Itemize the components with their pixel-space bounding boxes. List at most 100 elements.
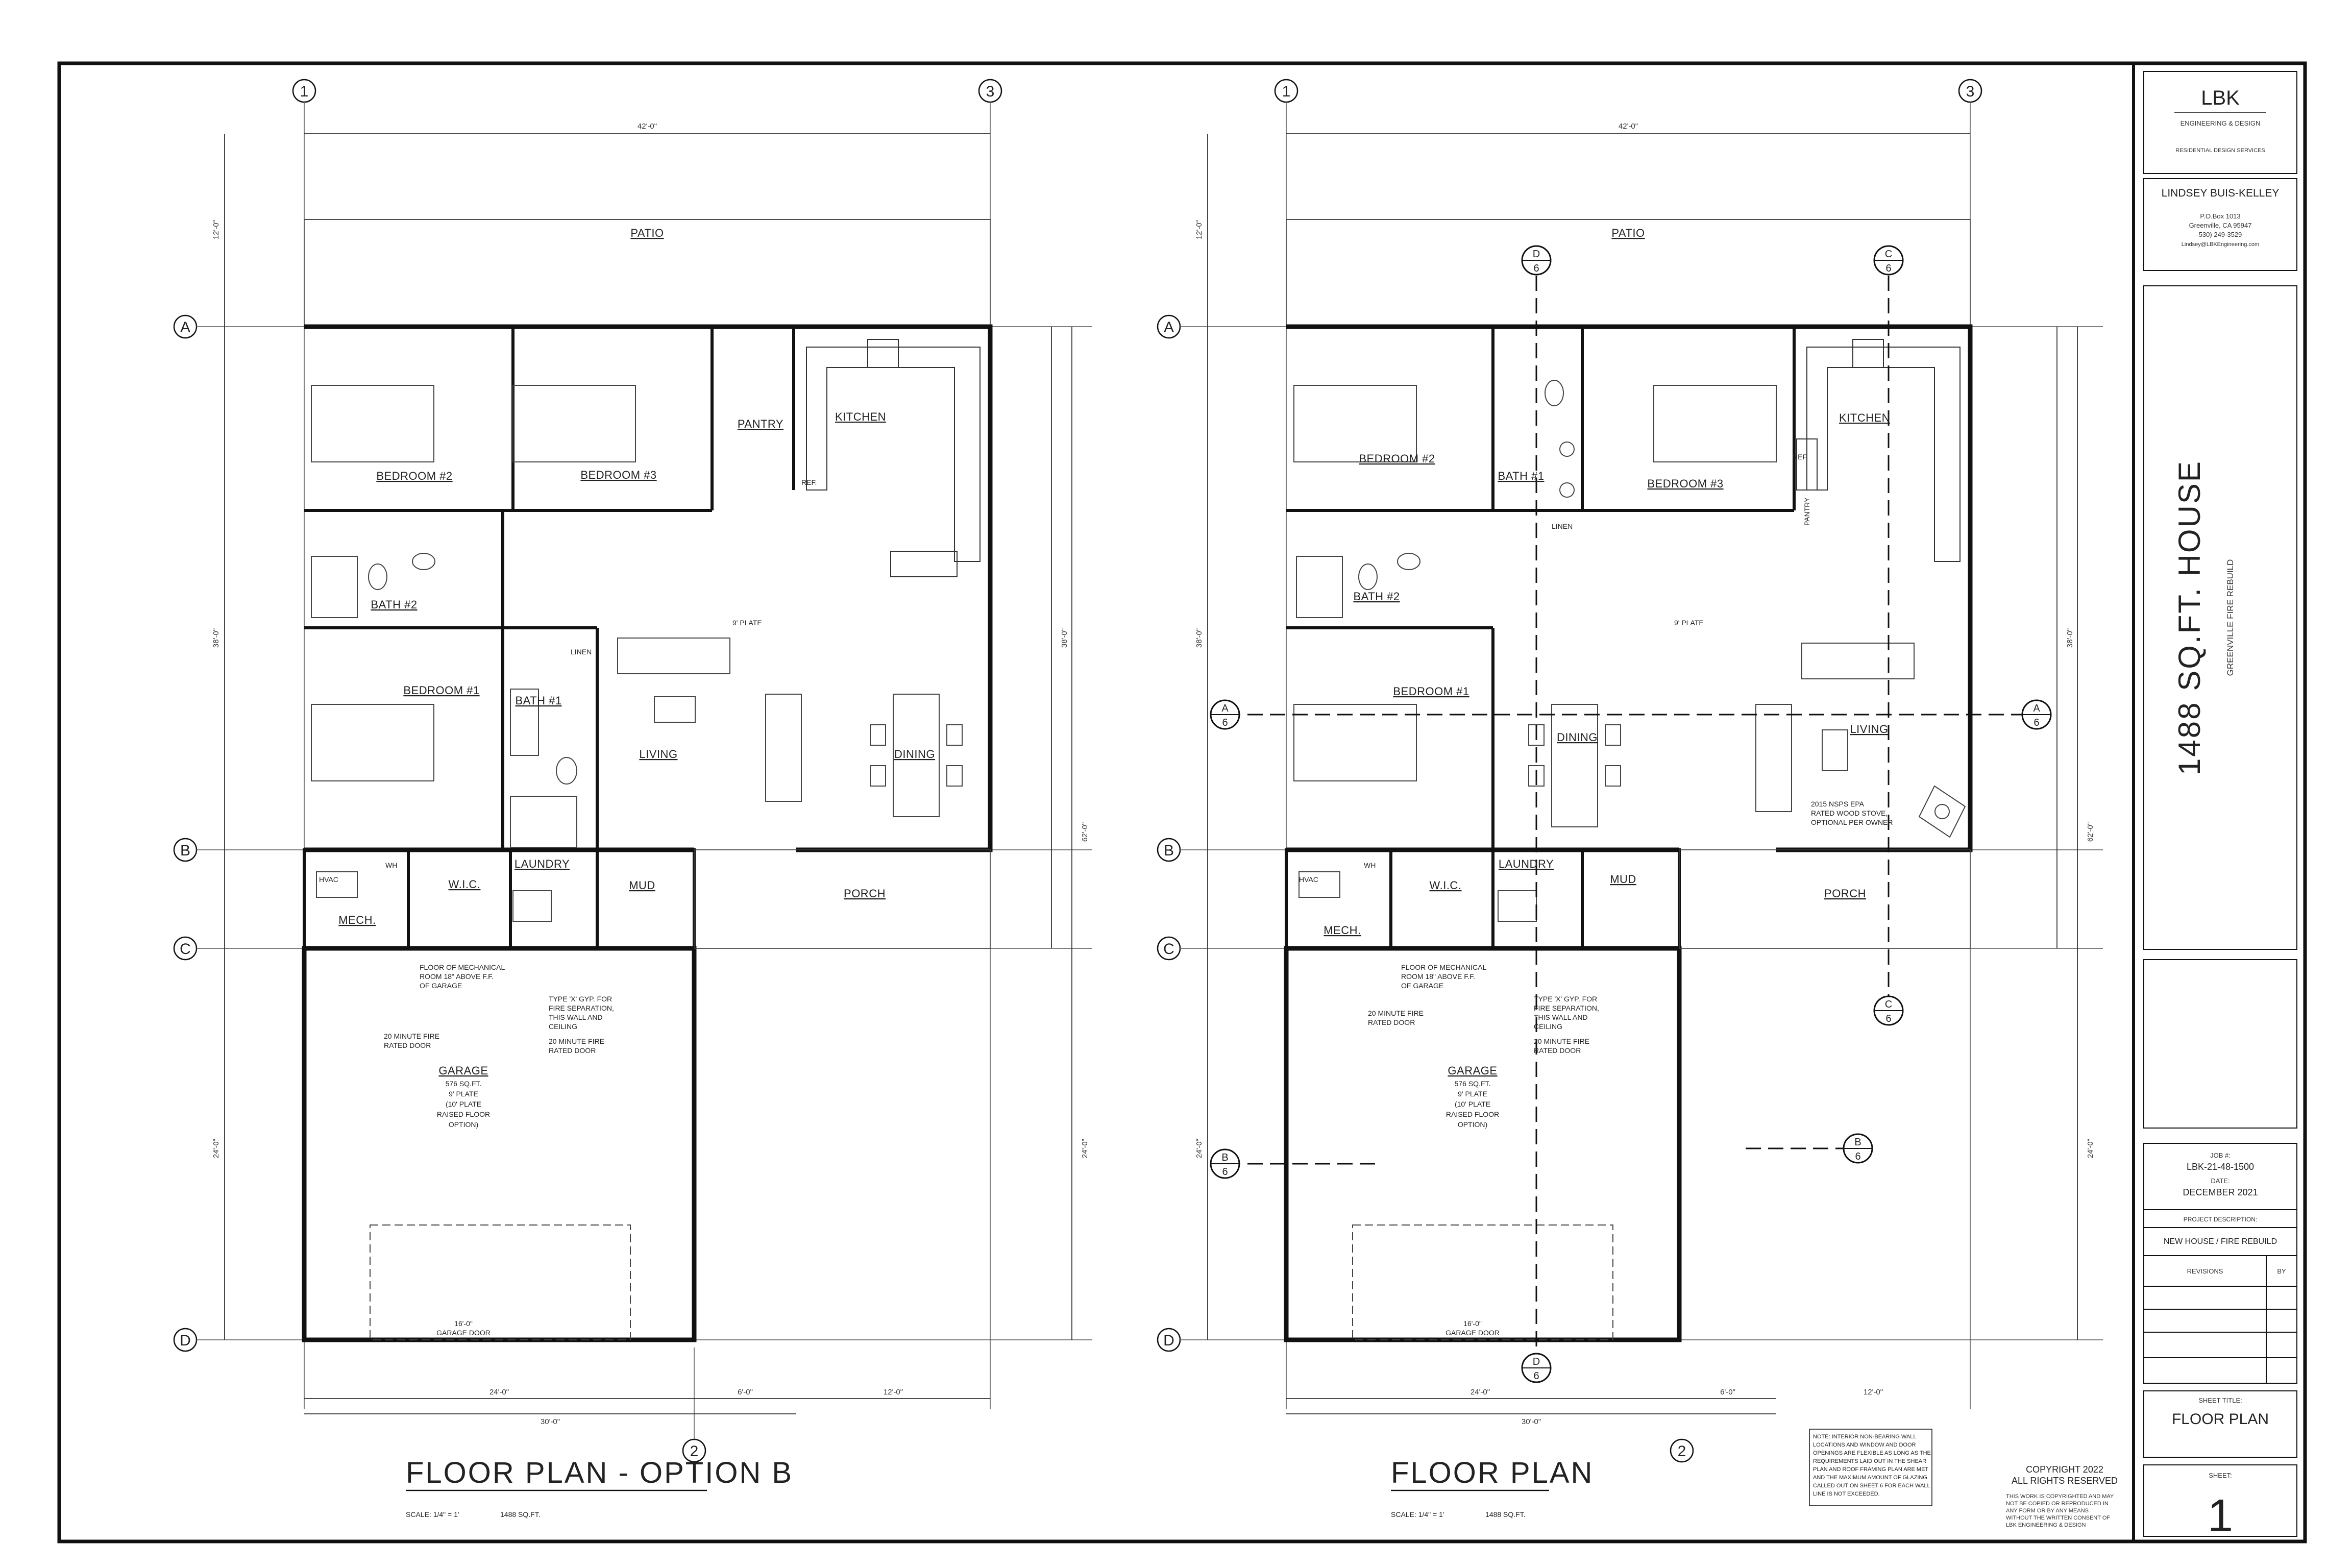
svg-text:LOCATIONS AND WINDOW AND DOOR: LOCATIONS AND WINDOW AND DOOR bbox=[1813, 1442, 1916, 1448]
room-label-bedroom-1-right: BEDROOM #1 bbox=[1393, 685, 1469, 698]
svg-text:CEILING: CEILING bbox=[1534, 1022, 1562, 1031]
svg-text:C: C bbox=[180, 941, 191, 958]
section-letter: C bbox=[1885, 999, 1892, 1010]
section-letter: D bbox=[1533, 249, 1540, 260]
svg-text:1488 SQ.FT.: 1488 SQ.FT. bbox=[500, 1510, 541, 1518]
svg-text:1: 1 bbox=[1282, 83, 1291, 100]
room-label-bath-1: BATH #1 bbox=[515, 694, 561, 707]
svg-text:20 MINUTE FIRE: 20 MINUTE FIRE bbox=[384, 1032, 439, 1040]
svg-text:24'-0": 24'-0" bbox=[2086, 1139, 2095, 1158]
svg-text:HVAC: HVAC bbox=[1299, 875, 1318, 884]
svg-text:COPYRIGHT 2022: COPYRIGHT 2022 bbox=[2026, 1464, 2103, 1475]
grid-bubble-3-right: 3 bbox=[1958, 79, 1982, 103]
svg-text:ANY FORM OR BY ANY MEANS: ANY FORM OR BY ANY MEANS bbox=[2006, 1508, 2089, 1514]
svg-text:NOT BE COPIED OR REPRODUCED IN: NOT BE COPIED OR REPRODUCED IN bbox=[2006, 1501, 2109, 1507]
svg-text:530) 249-3529: 530) 249-3529 bbox=[2199, 231, 2242, 238]
section-sheet: 6 bbox=[1533, 1370, 1539, 1382]
svg-text:3: 3 bbox=[1966, 83, 1975, 100]
plan-title-option-b: FLOOR PLAN - OPTION B bbox=[406, 1456, 793, 1489]
designer-name: LINDSEY BUIS-KELLEY bbox=[2162, 187, 2280, 199]
project-title: 1488 SQ.FT. HOUSE bbox=[2172, 460, 2207, 775]
svg-text:FIRE SEPARATION,: FIRE SEPARATION, bbox=[549, 1004, 614, 1012]
svg-text:OPTION): OPTION) bbox=[1458, 1120, 1487, 1129]
room-label-bath-1-right: BATH #1 bbox=[1498, 470, 1544, 482]
svg-text:24'-0": 24'-0" bbox=[1471, 1388, 1490, 1396]
svg-text:GARAGE DOOR: GARAGE DOOR bbox=[1446, 1329, 1500, 1337]
svg-text:DATE:: DATE: bbox=[2211, 1177, 2230, 1185]
svg-text:RAISED FLOOR: RAISED FLOOR bbox=[1446, 1110, 1499, 1118]
room-label-mud-right: MUD bbox=[1610, 873, 1636, 886]
svg-text:20 MINUTE FIRE: 20 MINUTE FIRE bbox=[549, 1037, 604, 1045]
svg-text:GREENVILLE FIRE REBUILD: GREENVILLE FIRE REBUILD bbox=[2225, 559, 2235, 676]
svg-text:P.O.Box 1013: P.O.Box 1013 bbox=[2200, 212, 2240, 220]
grid-bubble-3: 3 bbox=[978, 79, 1002, 103]
svg-text:(10' PLATE: (10' PLATE bbox=[446, 1100, 481, 1108]
svg-text:OPTION): OPTION) bbox=[449, 1120, 478, 1129]
svg-text:REF.: REF. bbox=[1793, 453, 1808, 461]
project-description: NEW HOUSE / FIRE REBUILD bbox=[2164, 1237, 2277, 1246]
section-marker: A6 bbox=[2021, 699, 2052, 730]
svg-text:2: 2 bbox=[1678, 1443, 1686, 1460]
svg-text:Greenville, CA 95947: Greenville, CA 95947 bbox=[2189, 222, 2252, 229]
svg-text:62'-0": 62'-0" bbox=[1081, 822, 1089, 842]
section-marker: B6 bbox=[1843, 1133, 1873, 1164]
svg-text:38'-0": 38'-0" bbox=[1060, 628, 1069, 648]
section-sheet: 6 bbox=[1222, 1166, 1228, 1178]
copyright-block: COPYRIGHT 2022 ALL RIGHTS RESERVED THIS … bbox=[2006, 1464, 2118, 1528]
room-label-bedroom-2: BEDROOM #2 bbox=[376, 470, 452, 482]
grid-bubble-d: D bbox=[173, 1328, 198, 1352]
svg-text:PROJECT DESCRIPTION:: PROJECT DESCRIPTION: bbox=[2184, 1216, 2257, 1223]
svg-text:JOB #:: JOB #: bbox=[2210, 1152, 2231, 1159]
svg-text:24'-0": 24'-0" bbox=[1081, 1139, 1089, 1158]
svg-text:ENGINEERING & DESIGN: ENGINEERING & DESIGN bbox=[2180, 119, 2261, 127]
svg-text:16'-0": 16'-0" bbox=[1463, 1319, 1482, 1328]
svg-text:38'-0": 38'-0" bbox=[2066, 628, 2074, 648]
svg-text:20 MINUTE FIRE: 20 MINUTE FIRE bbox=[1368, 1009, 1424, 1017]
room-label-porch: PORCH bbox=[844, 887, 886, 900]
svg-text:24'-0": 24'-0" bbox=[1195, 1139, 1204, 1158]
svg-text:12'-0": 12'-0" bbox=[884, 1388, 903, 1396]
svg-text:AND THE MAXIMUM AMOUNT OF GLAZ: AND THE MAXIMUM AMOUNT OF GLAZING bbox=[1813, 1475, 1927, 1481]
svg-text:2: 2 bbox=[690, 1443, 699, 1460]
svg-text:A: A bbox=[1164, 319, 1174, 336]
title-block bbox=[2143, 71, 2297, 1537]
room-label-dining: DINING bbox=[894, 748, 935, 761]
room-label-wic: W.I.C. bbox=[449, 878, 481, 891]
svg-text:12'-0": 12'-0" bbox=[1195, 220, 1204, 239]
room-label-dining-right: DINING bbox=[1557, 731, 1598, 744]
svg-text:OPENINGS ARE FLEXIBLE AS LONG: OPENINGS ARE FLEXIBLE AS LONG AS THE bbox=[1813, 1450, 1931, 1456]
grid-bubble-a-right: A bbox=[1157, 314, 1181, 339]
section-sheet: 6 bbox=[1222, 717, 1228, 728]
svg-text:WITHOUT THE WRITTEN CONSENT OF: WITHOUT THE WRITTEN CONSENT OF bbox=[2006, 1515, 2110, 1521]
section-sheet: 6 bbox=[2033, 717, 2039, 728]
svg-text:BY: BY bbox=[2277, 1267, 2286, 1275]
section-marker: C6 bbox=[1873, 245, 1904, 276]
room-label-bedroom-3-right: BEDROOM #3 bbox=[1647, 477, 1723, 490]
section-sheet: 6 bbox=[1855, 1151, 1860, 1162]
svg-text:LINE IS NOT EXCEEDED.: LINE IS NOT EXCEEDED. bbox=[1813, 1491, 1880, 1497]
general-note: NOTE: INTERIOR NON-BEARING WALL LOCATION… bbox=[1809, 1429, 1932, 1506]
svg-text:THIS WALL AND: THIS WALL AND bbox=[1534, 1013, 1588, 1021]
room-label-bedroom-2-right: BEDROOM #2 bbox=[1359, 452, 1435, 465]
sheet-date: DECEMBER 2021 bbox=[2183, 1187, 2258, 1197]
section-letter: A bbox=[2033, 703, 2040, 714]
plan-title-main: FLOOR PLAN bbox=[1391, 1456, 1594, 1489]
floor-plan-main: 1 3 A B C D 2 bbox=[1157, 79, 2103, 1463]
svg-text:D: D bbox=[180, 1332, 191, 1349]
svg-text:CALLED OUT ON SHEET 6 FOR EACH: CALLED OUT ON SHEET 6 FOR EACH WALL bbox=[1813, 1483, 1930, 1489]
room-label-living: LIVING bbox=[639, 748, 677, 761]
svg-text:B: B bbox=[1164, 842, 1174, 859]
svg-text:WH: WH bbox=[1364, 861, 1376, 869]
svg-text:38'-0": 38'-0" bbox=[212, 628, 220, 648]
svg-text:6'-0": 6'-0" bbox=[738, 1388, 753, 1396]
room-label-bath-2-right: BATH #2 bbox=[1353, 590, 1400, 603]
svg-text:CEILING: CEILING bbox=[549, 1022, 577, 1031]
svg-text:PANTRY: PANTRY bbox=[1803, 497, 1811, 526]
room-label-bedroom-3: BEDROOM #3 bbox=[580, 469, 656, 481]
svg-text:ROOM 18" ABOVE F.F.: ROOM 18" ABOVE F.F. bbox=[420, 972, 494, 981]
sheet-border bbox=[57, 61, 2307, 1544]
svg-text:OPTIONAL PER OWNER: OPTIONAL PER OWNER bbox=[1811, 818, 1893, 826]
room-label-pantry: PANTRY bbox=[738, 418, 783, 430]
room-label-kitchen-right: KITCHEN bbox=[1839, 411, 1890, 424]
